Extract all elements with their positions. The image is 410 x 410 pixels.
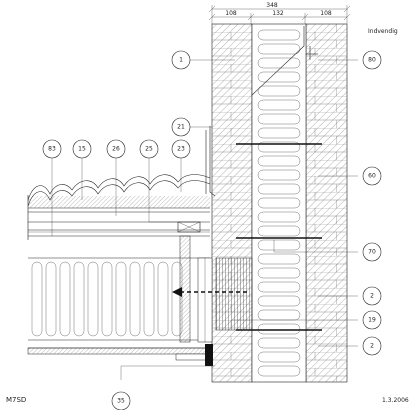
callout-21: 21 [171,117,191,137]
callout-label: 35 [117,398,125,405]
insulation-batt [257,127,301,139]
callout-circle [171,139,191,159]
callout-label: 19 [368,317,376,324]
insulation-batt [257,43,301,55]
insulation-batt [257,225,301,237]
dimension-inner-leaf: 108 [320,10,332,17]
ceiling-insulation-batt [73,261,85,337]
callout-circle [362,310,382,330]
insulation-batt [257,169,301,181]
ceiling-insulation [27,257,211,361]
insulation-batt [257,323,301,335]
callout-label: 23 [177,146,185,153]
callout-label: 25 [145,146,153,153]
callout-26: 26 [106,139,126,159]
callout-circle [362,286,382,306]
insulation-batt [257,57,301,69]
insulation-batt [257,85,301,97]
dimension-cavity: 132 [272,10,284,17]
callout-label: 2 [370,343,374,350]
insulation-batt [257,337,301,349]
callout-label: 21 [177,124,185,131]
inner-brick-leaf [305,23,348,383]
callout-circle [171,117,191,137]
callout-circle [362,50,382,70]
callout-1: 1 [171,50,191,70]
cavity-vertical-strips [215,257,253,331]
callout-circle [42,139,62,159]
insulation-batt [257,267,301,279]
ceiling-insulation-batt [143,261,155,337]
insulation-batt [257,239,301,251]
flashing [205,126,216,197]
insulation-batt [257,253,301,265]
callout-label: 80 [368,57,376,64]
callout-circle [362,242,382,262]
callout-83: 83 [42,139,62,159]
ceiling-insulation-batt [45,261,57,337]
callout-label: 1 [179,57,183,64]
cavity-tray-membrane [251,26,318,96]
insulation-batt [257,183,301,195]
callout-circle [362,336,382,356]
cavity-insulation [251,23,307,383]
callout-circle [362,166,382,186]
ceiling-insulation-batt [101,261,113,337]
callout-circle [72,139,92,159]
callout-label: 15 [78,146,86,153]
callout-70: 70 [362,242,382,262]
roof-tiles [27,174,211,208]
insulation-batt [257,197,301,209]
callout-label: 70 [368,249,376,256]
insulation-batt [257,351,301,363]
dimension-outer-leaf: 108 [225,10,237,17]
insulation-batt [257,211,301,223]
callout-25: 25 [139,139,159,159]
interior-label: Indvendig [368,28,398,35]
callout-circle [171,50,191,70]
callout-circle [139,139,159,159]
callout-35: 35 [111,391,131,410]
ceiling-insulation-batt [59,261,71,337]
callout-60: 60 [362,166,382,186]
ceiling-insulation-batt [87,261,99,337]
leader-lines [51,59,358,380]
insulation-batt [257,99,301,111]
wall-stud [179,235,213,366]
ceiling-insulation-batt [31,261,43,337]
airflow-arrow [172,287,248,297]
insulation-batt [257,113,301,125]
insulation-batt [257,155,301,167]
callout-circle [106,139,126,159]
insulation-batt [257,29,301,41]
callout-80: 80 [362,50,382,70]
callout-label: 2 [370,293,374,300]
insulation-batt [257,71,301,83]
insulation-batt [257,365,301,377]
callout-label: 60 [368,173,376,180]
insulation-batt [257,281,301,293]
dimension-overall: 348 [266,2,278,9]
ceiling-insulation-batt [129,261,141,337]
callout-15: 15 [72,139,92,159]
callout-2: 2 [362,286,382,306]
callout-circle [111,391,131,410]
ceiling-insulation-batt [157,261,169,337]
drawing-date: 1.3.2006 [382,397,409,404]
callout-23: 23 [171,139,191,159]
drawing-code: M7SD [6,396,26,404]
callout-label: 26 [112,146,120,153]
callout-19: 19 [362,310,382,330]
ceiling-insulation-batt [115,261,127,337]
insulation-batt [257,295,301,307]
callout-2: 2 [362,336,382,356]
top-dimension: 348 108 132 108 [208,2,351,24]
roof-layers [27,195,210,240]
insulation-batt [257,141,301,153]
callout-label: 83 [48,146,56,153]
